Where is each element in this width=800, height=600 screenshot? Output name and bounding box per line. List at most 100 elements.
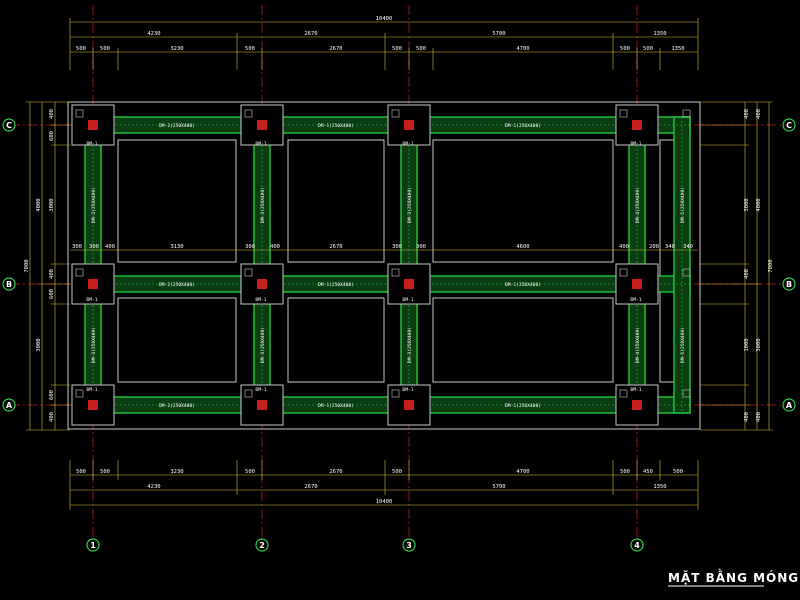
dim-top-span-1: 4230 [147, 31, 160, 37]
footing-label-c4: ĐM-1 [630, 141, 641, 147]
footing-b2 [240, 263, 284, 305]
axis-bubble-a-left: A [2, 398, 16, 412]
dim-mid-4: 3130 [170, 244, 183, 250]
beam-label-a3: DM-1(250X400) [505, 403, 541, 409]
footing-c3 [387, 104, 431, 146]
axis-bubbles: C B A C B A 1 2 [2, 118, 796, 552]
dim-bot-detail-8: 500 [620, 469, 630, 475]
axis-bubble-a-right: A [782, 398, 796, 412]
footing-label-c2: ĐM-1 [255, 141, 266, 147]
middle-dimension-texts: 300 300 400 3130 300 400 2670 300 300 46… [72, 244, 693, 250]
axis-bubble-b-left: B [2, 277, 16, 291]
footing-label-c1: ĐM-1 [86, 141, 97, 147]
beam-labels: DM-2(250X400) DM-1(250X400) DM-1(250X400… [91, 123, 686, 409]
dim-top-detail-9: 500 [620, 46, 630, 52]
bottom-dimension-texts: 500 500 3230 500 2670 500 4700 500 450 5… [76, 469, 683, 505]
dim-left-5: 7000 [24, 259, 30, 272]
dim-left-3: 3000 [49, 198, 55, 211]
dim-left-4: 4000 [36, 198, 42, 211]
bay-outline-3 [432, 139, 614, 263]
dim-top-detail-8: 4700 [516, 46, 529, 52]
top-dimension-texts: 10400 4230 2670 5700 1350 500 500 3230 5… [76, 16, 685, 52]
bay-outline-5 [287, 297, 385, 383]
bay-outline-6 [432, 297, 614, 383]
footing-label-a3: ĐM-1 [402, 387, 413, 393]
dim-bot-span-3: 5700 [492, 484, 505, 490]
dim-right-6: 400 [744, 269, 750, 279]
column-footings [71, 104, 659, 426]
footing-a4 [615, 384, 659, 426]
dim-top-detail-1: 500 [76, 46, 86, 52]
dim-left-9: 600 [49, 390, 55, 400]
footing-label-c3: ĐM-1 [402, 141, 413, 147]
beam-label-v10: DM-5(250X400) [680, 327, 686, 363]
axis-bubble-4: 4 [630, 538, 644, 552]
footing-label-a1: ĐM-1 [86, 387, 97, 393]
footing-a1 [71, 384, 115, 426]
beam-label-v9: DM-4(250X400) [635, 327, 641, 363]
beam-label-c2: DM-1(250X400) [318, 123, 354, 129]
dim-mid-2: 300 [89, 244, 99, 250]
svg-text:B: B [6, 280, 12, 289]
bay-outline-4 [117, 297, 237, 383]
dim-top-detail-7: 500 [416, 46, 426, 52]
dim-top-detail-5: 2670 [329, 46, 342, 52]
dim-bot-detail-4: 500 [245, 469, 255, 475]
footing-c2 [240, 104, 284, 146]
axis-bubble-1: 1 [86, 538, 100, 552]
dim-mid-1: 300 [72, 244, 82, 250]
svg-text:A: A [6, 401, 13, 410]
dim-mid-9: 300 [416, 244, 426, 250]
dim-bot-detail-1: 500 [76, 469, 86, 475]
dim-mid-13: 340 [665, 244, 675, 250]
beam-label-v5: DM-5(250X400) [680, 187, 686, 223]
dim-top-total: 10400 [376, 16, 393, 22]
bay-outline-1 [117, 139, 237, 263]
dim-mid-8: 300 [392, 244, 402, 250]
dim-left-8: 3000 [36, 338, 42, 351]
dim-mid-12: 200 [649, 244, 659, 250]
dim-bot-detail-6: 500 [392, 469, 402, 475]
dim-right-8: 3000 [756, 338, 762, 351]
dim-right-10: 400 [756, 412, 762, 422]
axis-bubble-b-right: B [782, 277, 796, 291]
beam-label-b3: DM-1(250X400) [505, 282, 541, 288]
footing-label-b4: ĐM-1 [630, 297, 641, 303]
svg-text:B: B [786, 280, 792, 289]
dim-mid-11: 400 [619, 244, 629, 250]
beam-label-v3: DM-3(250X400) [407, 187, 413, 223]
dim-bot-detail-9: 450 [643, 469, 653, 475]
outer-footing-outline [67, 101, 701, 430]
dim-mid-10: 4600 [516, 244, 529, 250]
footing-b3 [387, 263, 431, 305]
dim-top-detail-2: 500 [100, 46, 110, 52]
dim-bot-detail-5: 2670 [329, 469, 342, 475]
dim-left-6: 400 [49, 269, 55, 279]
svg-text:A: A [786, 401, 793, 410]
beam-label-a1: DM-2(250X400) [159, 403, 195, 409]
beam-label-v7: DM-3(250X400) [260, 327, 266, 363]
footing-labels: ĐM-1 ĐM-1 ĐM-1 ĐM-1 ĐM-1 ĐM-1 ĐM-1 ĐM-1 … [86, 141, 641, 393]
beam-label-b2: DM-1(250X400) [318, 282, 354, 288]
dim-top-detail-4: 500 [245, 46, 255, 52]
dim-mid-6: 400 [270, 244, 280, 250]
footing-corner-marks [75, 109, 691, 398]
dim-right-4: 4000 [756, 198, 762, 211]
dim-left-1: 400 [49, 109, 55, 119]
footing-label-b2: ĐM-1 [255, 297, 266, 303]
dim-bot-detail-10: 500 [673, 469, 683, 475]
axis-bubble-c-right: C [782, 118, 796, 132]
dim-top-span-3: 5700 [492, 31, 505, 37]
beam-label-c1: DM-2(250X400) [159, 123, 195, 129]
footing-label-b3: ĐM-1 [402, 297, 413, 303]
beam-label-b1: DM-2(250X400) [159, 282, 195, 288]
bay-outline-2 [287, 139, 385, 263]
dim-left-10: 400 [49, 412, 55, 422]
dim-right-9: 400 [744, 412, 750, 422]
svg-text:C: C [6, 121, 12, 130]
footing-b4 [615, 263, 659, 305]
beam-label-v6: DM-3(250X400) [91, 327, 97, 363]
dim-bot-detail-3: 3230 [170, 469, 183, 475]
dim-top-detail-6: 500 [392, 46, 402, 52]
